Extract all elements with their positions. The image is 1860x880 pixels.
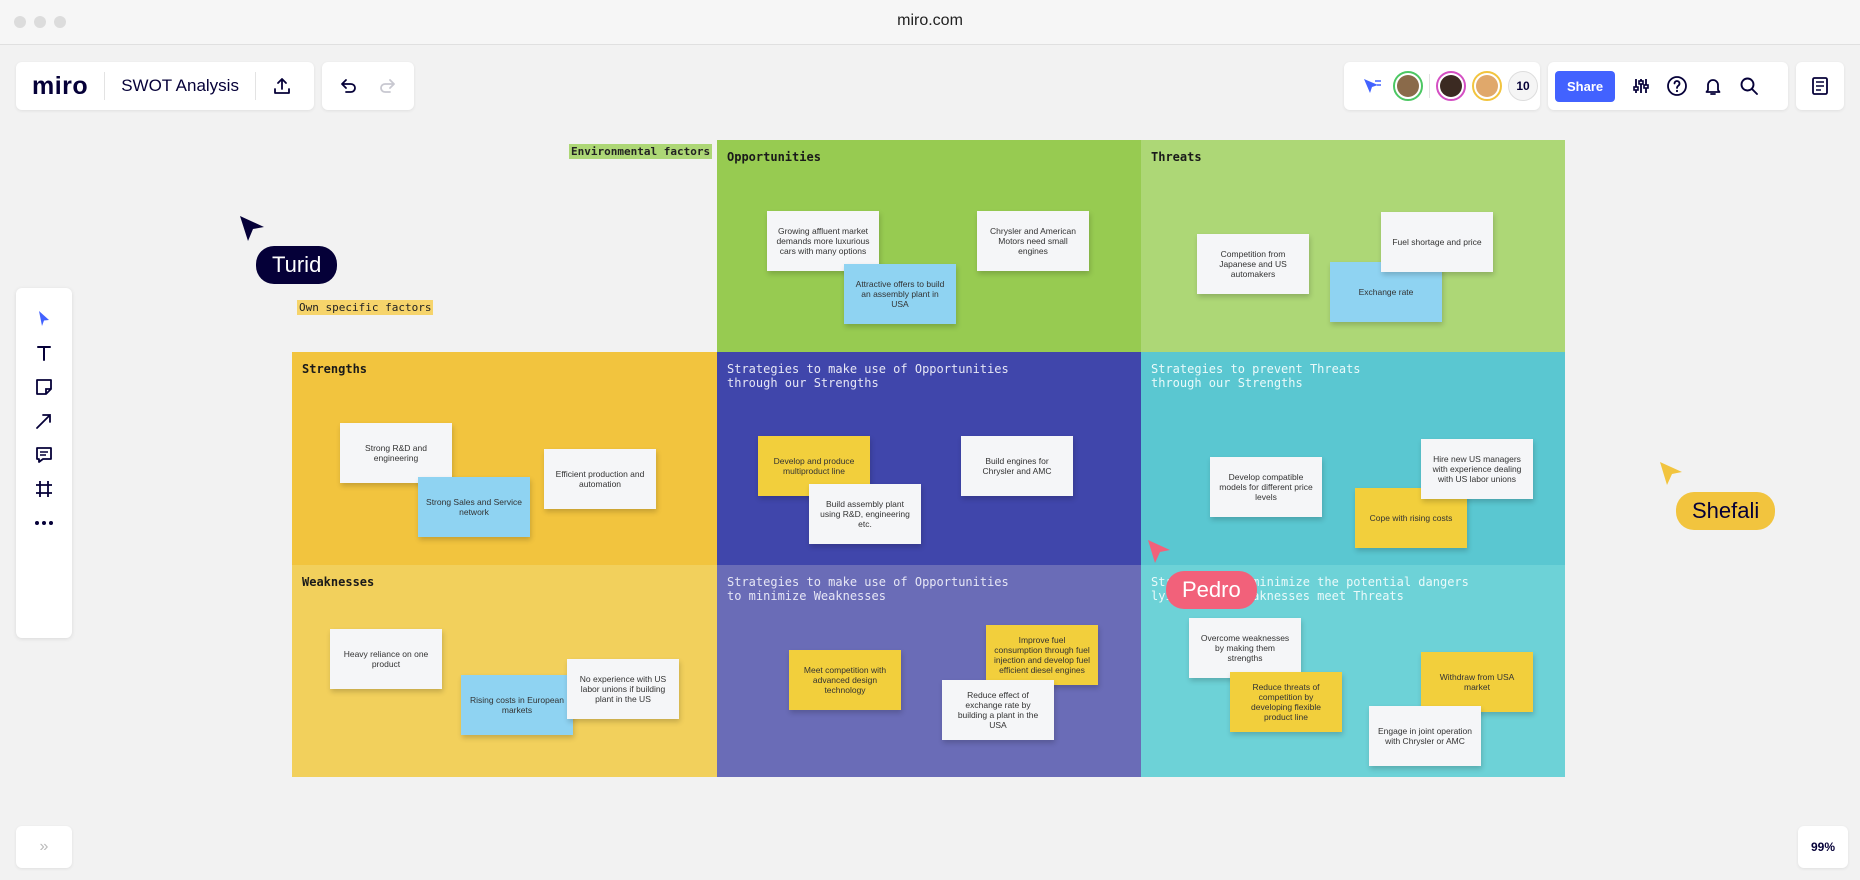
document-icon [1812,77,1828,95]
browser-chrome: miro.com [0,0,1860,45]
text-icon [37,346,51,361]
maximize-window-button[interactable] [54,16,66,28]
help-button[interactable] [1659,68,1695,104]
sticky-note[interactable]: Competition from Japanese and US automak… [1197,234,1309,294]
sticky-note[interactable]: Heavy reliance on one product [330,629,442,689]
tools-toolbar [16,288,72,638]
divider [1429,74,1430,98]
avatar-image [1476,75,1498,97]
quadrant-title: Weaknesses [302,575,375,589]
notes-panel-button[interactable] [1796,62,1844,110]
sticky-note[interactable]: Engage in joint operation with Chrysler … [1369,706,1481,766]
redo-button[interactable] [370,68,406,104]
sticky-note[interactable]: Overcome weaknesses by making them stren… [1189,618,1301,678]
sticky-note[interactable]: Rising costs in European markets [461,675,573,735]
environmental-factors-label[interactable]: Environmental factors [569,144,713,159]
cursor-pointer-icon [240,216,264,241]
actions-panel: Share [1548,62,1788,110]
sticky-note[interactable]: Hire new US managers with experience dea… [1421,439,1533,499]
zoom-level[interactable]: 99% [1798,826,1848,868]
reactions-button[interactable] [1354,68,1390,104]
quadrant-title: Strengths [302,362,368,376]
board-title[interactable]: SWOT Analysis [121,76,239,95]
sticky-note[interactable]: Meet competition with advanced design te… [789,650,901,710]
sticky-note-icon [36,379,52,395]
quadrant-title: Strategies to make use of Opportunities … [727,362,1009,390]
connection-line-tool[interactable] [30,407,58,435]
frame-icon [36,481,52,497]
comment-icon [36,447,52,463]
expand-panel-button[interactable]: » [16,826,72,868]
sticky-note[interactable]: Exchange rate [1330,262,1442,322]
divider [254,72,256,100]
sticky-note[interactable]: Build assembly plant using R&D, engineer… [809,484,921,544]
upload-icon [274,78,290,94]
undo-button[interactable] [330,68,366,104]
comment-tool[interactable] [30,441,58,469]
collaborators-panel: 10 [1344,62,1540,110]
window-controls [14,16,66,28]
more-icon [35,521,53,525]
sticky-note[interactable]: Reduce threats of competition by develop… [1230,672,1342,732]
sticky-note[interactable]: Fuel shortage and price [1381,212,1493,272]
board-header-panel: miro SWOT Analysis [16,62,314,110]
sticky-note[interactable]: Attractive offers to build an assembly p… [844,264,956,324]
avatar-image [1440,75,1462,97]
history-panel [322,62,414,110]
sticky-note[interactable]: Develop compatible models for different … [1210,457,1322,517]
share-button[interactable]: Share [1555,70,1616,102]
minimize-window-button[interactable] [34,16,46,28]
export-button[interactable] [264,68,300,104]
sticky-note[interactable]: Strong R&D and engineering [340,423,452,483]
pedro-cursor-label: Pedro [1166,571,1257,609]
sliders-icon [1633,79,1649,93]
pointer-icon [39,311,49,326]
address-bar[interactable]: miro.com [897,12,963,29]
quadrant-title: Strategies to prevent Threats through ou… [1151,362,1361,390]
sticky-note[interactable]: Growing affluent market demands more lux… [767,211,879,271]
double-chevron-right-icon: » [39,838,49,855]
search-button[interactable] [1731,68,1767,104]
cursor-pointer-icon [1148,540,1170,563]
sticky-note[interactable]: Strong Sales and Service network [418,477,530,537]
sticky-note[interactable]: Reduce effect of exchange rate by buildi… [942,680,1054,740]
collaborator-avatar[interactable] [1472,71,1502,101]
sticky-note[interactable]: No experience with US labor unions if bu… [567,659,679,719]
settings-button[interactable] [1623,68,1659,104]
miro-logo[interactable]: miro [32,71,89,100]
sticky-note[interactable]: Improve fuel consumption through fuel in… [986,625,1098,685]
cursor-pointer-icon [1660,462,1682,485]
own-factors-label[interactable]: Own specific factors [297,300,434,315]
sticky-note[interactable]: Efficient production and automation [544,449,656,509]
sticky-note[interactable]: Chrysler and American Motors need small … [977,211,1089,271]
frame-tool[interactable] [30,475,58,503]
quadrant-title: Opportunities [727,150,821,164]
collaborator-count[interactable]: 10 [1508,71,1538,101]
collaborator-avatar[interactable] [1393,71,1423,101]
avatar-image [1397,75,1419,97]
close-window-button[interactable] [14,16,26,28]
bell-icon [1705,79,1721,95]
notifications-button[interactable] [1695,68,1731,104]
select-tool[interactable] [30,305,58,333]
board-canvas[interactable]: miro SWOT Analysis 10 Share [0,46,1860,880]
collaborator-avatar[interactable] [1436,71,1466,101]
shefali-cursor-label: Shefali [1676,492,1776,530]
undo-icon [341,79,356,93]
search-icon [1740,77,1759,95]
cursor-filter-icon [1364,79,1381,93]
sticky-note[interactable]: Build engines for Chrysler and AMC [961,436,1073,496]
quadrant-title: Strategies to make use of Opportunities … [727,575,1009,603]
redo-icon [380,79,395,93]
help-icon [1667,76,1688,96]
turid-cursor-label: Turid [256,246,338,284]
sticky-note[interactable]: Withdraw from USA market [1421,652,1533,712]
divider [104,72,106,100]
arrow-icon [36,414,51,429]
quadrant-title: Threats [1151,150,1202,164]
text-tool[interactable] [30,339,58,367]
sticky-note-tool[interactable] [30,373,58,401]
more-tools-button[interactable] [30,509,58,537]
